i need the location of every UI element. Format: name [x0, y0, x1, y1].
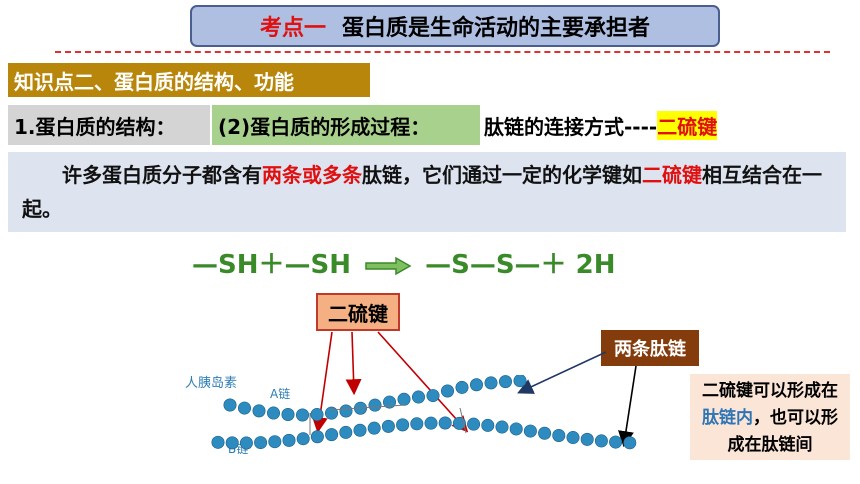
- amino-acid-bead: [211, 435, 225, 449]
- disulfide-bond-label: 二硫键: [316, 293, 400, 331]
- amino-acid-bead: [397, 392, 411, 406]
- amino-acid-bead: [495, 420, 509, 434]
- para-text-3: 肽链，它们通过一定的化学键如: [362, 163, 642, 187]
- amino-acid-bead: [396, 418, 410, 432]
- amino-acid-bead: [426, 389, 440, 403]
- title-highlight: 考点一: [259, 16, 326, 41]
- amino-acid-bead: [498, 375, 512, 389]
- link-way: 肽链的连接方式----二硫键: [484, 105, 784, 145]
- page-title: 考点一 蛋白质是生命活动的主要承担者: [190, 5, 720, 47]
- amino-acid-bead: [268, 435, 282, 449]
- amino-acid-bead: [239, 436, 253, 450]
- amino-acid-bead: [296, 432, 310, 446]
- amino-acid-bead: [225, 436, 239, 450]
- amino-acid-bead: [467, 417, 481, 431]
- amino-acid-bead: [523, 424, 537, 438]
- amino-acid-bead: [509, 422, 523, 436]
- note-text-1: 二硫键可以形成在: [702, 381, 838, 401]
- amino-acid-bead: [412, 390, 426, 404]
- amino-acid-bead: [552, 428, 566, 442]
- amino-acid-bead: [325, 406, 339, 420]
- amino-acid-bead: [267, 406, 281, 420]
- equation-right: —S—S—＋ 2H: [425, 250, 616, 280]
- amino-acid-bead: [438, 416, 452, 430]
- disulfide-note: 二硫键可以形成在肽链内，也可以形成在肽链间: [690, 374, 850, 460]
- para-text-4: 二硫键: [642, 163, 702, 187]
- note-text-2: 肽链内: [702, 408, 753, 428]
- amino-acid-bead: [281, 407, 295, 421]
- structure-label: 1.蛋白质的结构：: [8, 105, 210, 145]
- amino-acid-bead: [367, 421, 381, 435]
- dashed-divider: [55, 51, 830, 53]
- reaction-equation: —SH＋—SH —S—S—＋ 2H: [192, 244, 662, 280]
- amino-acid-bead: [566, 431, 580, 445]
- amino-acid-bead: [469, 378, 483, 392]
- amino-acid-bead: [254, 436, 268, 450]
- disulfide-link: [459, 407, 467, 434]
- insulin-label: 人胰岛素: [185, 376, 238, 391]
- amino-acid-bead: [339, 404, 353, 418]
- amino-acid-bead: [538, 426, 552, 440]
- title-text: 蛋白质是生命活动的主要承担者: [342, 16, 651, 41]
- amino-acid-bead: [237, 401, 251, 415]
- para-text-1: 许多蛋白质分子都含有: [62, 163, 262, 187]
- amino-acid-bead: [252, 404, 266, 418]
- amino-acid-bead: [513, 375, 527, 388]
- reaction-arrow-icon: [365, 256, 412, 275]
- para-text-5: 相互结合在一起。: [22, 163, 822, 221]
- amino-acid-bead: [282, 433, 296, 447]
- amino-acid-bead: [383, 395, 397, 409]
- formation-label: (2)蛋白质的形成过程：: [212, 105, 480, 145]
- amino-acid-bead: [441, 384, 455, 398]
- amino-acid-bead: [223, 398, 237, 412]
- amino-acid-bead: [310, 408, 324, 422]
- disulfide-link: [329, 404, 406, 411]
- amino-acid-bead: [455, 380, 469, 394]
- link-way-key: 二硫键: [657, 110, 718, 140]
- amino-acid-bead: [594, 434, 608, 448]
- amino-acid-bead: [325, 428, 339, 442]
- two-chains-label: 两条肽链: [601, 330, 699, 366]
- amino-acid-bead: [609, 435, 623, 449]
- amino-acid-bead: [424, 416, 438, 430]
- amino-acid-bead: [580, 432, 594, 446]
- amino-acid-bead: [484, 376, 498, 390]
- amino-acid-bead: [339, 425, 353, 439]
- link-way-prefix: 肽链的连接方式----: [484, 114, 658, 139]
- amino-acid-bead: [381, 419, 395, 433]
- amino-acid-bead: [481, 418, 495, 432]
- amino-acid-bead: [410, 417, 424, 431]
- amino-acid-bead: [623, 436, 637, 450]
- amino-acid-bead: [296, 408, 310, 422]
- explanation-paragraph: 许多蛋白质分子都含有两条或多条肽链，它们通过一定的化学键如二硫键相互结合在一起。: [8, 152, 846, 232]
- insulin-chain-diagram: [211, 375, 637, 450]
- equation-left: —SH＋—SH: [192, 250, 351, 280]
- para-text-2: 两条或多条: [262, 163, 362, 187]
- amino-acid-bead: [368, 398, 382, 412]
- knowledge-point-banner: 知识点二、蛋白质的结构、功能: [8, 63, 370, 97]
- amino-acid-bead: [310, 430, 324, 444]
- note-text-3: ，也可以形成在肽链间: [727, 408, 839, 455]
- chain-a-label: A链: [270, 387, 291, 401]
- amino-acid-bead: [353, 423, 367, 437]
